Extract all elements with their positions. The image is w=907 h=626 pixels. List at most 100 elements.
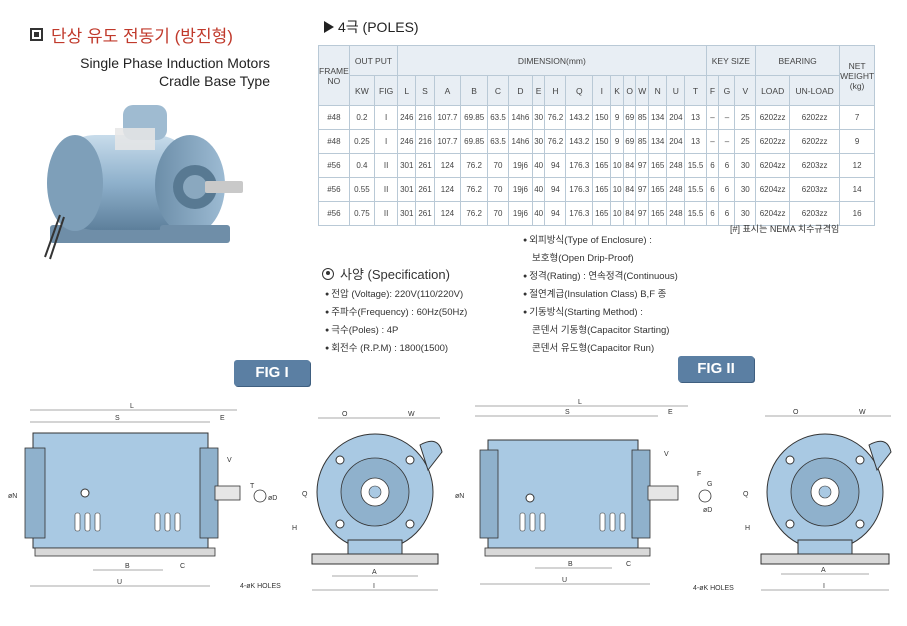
fig1-dim-W: W (408, 411, 415, 418)
table-cell-N: 165 (648, 177, 668, 202)
title-korean: 단상 유도 전동기 (방진형) (30, 22, 270, 47)
table-cell-U: 204 (666, 129, 686, 154)
table-cell-A: 124 (433, 153, 462, 178)
table-cell-S: 216 (415, 105, 435, 130)
table-cell-W: 97 (635, 153, 650, 178)
spec-enclosure-label: 외피방식(Type of Enclosure) : (523, 232, 678, 250)
table-cell-Q: 176.3 (565, 153, 594, 178)
spec-starting-value1: 콘덴서 기동형(Capacitor Starting) (532, 325, 670, 336)
motor-photo (44, 105, 243, 260)
table-cell-O: 69 (622, 105, 637, 130)
fig1-badge: FIG I (234, 360, 310, 386)
table-cell-F: – (705, 129, 720, 154)
table-cell-B: 76.2 (460, 153, 488, 178)
col-T: T (684, 75, 707, 106)
table-cell-S: 261 (415, 153, 435, 178)
table-cell-W: 85 (635, 129, 650, 154)
table-cell-G: 6 (718, 153, 736, 178)
col-net-weight: NET WEIGHT (kg) (839, 45, 875, 106)
fig1-dim-C: C (180, 563, 185, 570)
col-V: V (734, 75, 757, 106)
fig2-dim-S: S (565, 409, 570, 416)
table-cell-L: 246 (397, 129, 417, 154)
table-cell-H: 94 (544, 177, 567, 202)
table-cell-K: 9 (610, 105, 624, 130)
fig2-side-drawing: L S E øN V B C U (455, 399, 688, 585)
table-cell-unload: 6203zz (789, 177, 841, 202)
table-cell-I: 150 (592, 105, 612, 130)
table-cell-T: 15.5 (684, 177, 707, 202)
table-cell-B: 69.85 (460, 105, 488, 130)
table-cell-Q: 143.2 (565, 129, 594, 154)
fig1-dim-V: V (227, 457, 232, 464)
table-cell-L: 301 (397, 201, 417, 226)
fig2-dim-A: A (821, 567, 826, 574)
spec-starting-label: 기동방식(Starting Method) : (523, 304, 678, 322)
fig2-dim-O: O (793, 409, 799, 416)
table-cell-N: 134 (648, 129, 668, 154)
table-cell-D: 19j6 (508, 201, 533, 226)
table-cell-V: 30 (734, 153, 757, 178)
spec-frequency: 주파수(Frequency) : 60Hz(50Hz) (325, 304, 467, 322)
table-cell-B: 76.2 (460, 201, 488, 226)
table-cell-weight: 16 (839, 201, 875, 226)
fig1-dim-N: øN (8, 493, 17, 500)
table-cell-E: 40 (531, 201, 546, 226)
table-cell-T: 13 (684, 129, 707, 154)
table-cell-Q: 143.2 (565, 105, 594, 130)
table-cell-I: 165 (592, 201, 612, 226)
table-cell-H: 76.2 (544, 129, 567, 154)
col-load: LOAD (755, 75, 791, 106)
col-A: A (433, 75, 462, 106)
table-cell-A: 124 (433, 177, 462, 202)
table-cell-unload: 6202zz (789, 105, 841, 130)
table-cell-N: 134 (648, 105, 668, 130)
table-cell-U: 248 (666, 177, 686, 202)
table-cell-load: 6204zz (755, 153, 791, 178)
table-cell-A: 107.7 (433, 129, 462, 154)
spec-rpm: 회전수 (R.P.M) : 1800(1500) (325, 340, 467, 358)
fig1-dim-A: A (372, 569, 377, 576)
table-cell-C: 70 (486, 177, 510, 202)
col-H: H (544, 75, 567, 106)
table-cell-V: 30 (734, 201, 757, 226)
fig1-dim-B: B (125, 563, 130, 570)
fig2-dim-H: H (745, 525, 750, 532)
spec-list-right: 외피방식(Type of Enclosure) : 보호형(Open Drip-… (523, 232, 678, 358)
table-cell-H: 94 (544, 201, 567, 226)
fig2-dim-B: B (568, 561, 573, 568)
fig2-holes-label: 4-øK HOLES (693, 585, 734, 592)
table-cell-F: 6 (705, 201, 720, 226)
fig2-dim-L: L (578, 399, 582, 406)
table-cell-G: 6 (718, 177, 736, 202)
table-cell-weight: 12 (839, 153, 875, 178)
title-korean-text: 단상 유도 전동기 (방진형) (51, 27, 233, 46)
table-cell-N: 165 (648, 153, 668, 178)
col-N: N (648, 75, 668, 106)
table-cell-K: 10 (610, 177, 624, 202)
spec-starting-value2: 콘덴서 유도형(Capacitor Run) (532, 343, 655, 354)
col-U: U (666, 75, 686, 106)
table-cell-B: 69.85 (460, 129, 488, 154)
table-cell-T: 13 (684, 105, 707, 130)
col-C: C (486, 75, 510, 106)
table-cell-G: – (718, 105, 736, 130)
title-english-line1: Single Phase Induction Motors (80, 55, 270, 71)
table-cell-E: 40 (531, 177, 546, 202)
table-cell-kw: 0.75 (348, 201, 376, 226)
col-bearing: BEARING (755, 45, 841, 76)
fig1-dim-U: U (117, 579, 122, 586)
col-W: W (635, 75, 650, 106)
col-L: L (397, 75, 417, 106)
table-cell-A: 107.7 (433, 105, 462, 130)
table-cell-I: 165 (592, 177, 612, 202)
col-S: S (415, 75, 435, 106)
fig2-badge: FIG II (678, 356, 754, 382)
col-B: B (460, 75, 488, 106)
table-cell-weight: 14 (839, 177, 875, 202)
table-cell-K: 10 (610, 201, 624, 226)
table-cell-N: 165 (648, 201, 668, 226)
table-cell-A: 124 (433, 201, 462, 226)
